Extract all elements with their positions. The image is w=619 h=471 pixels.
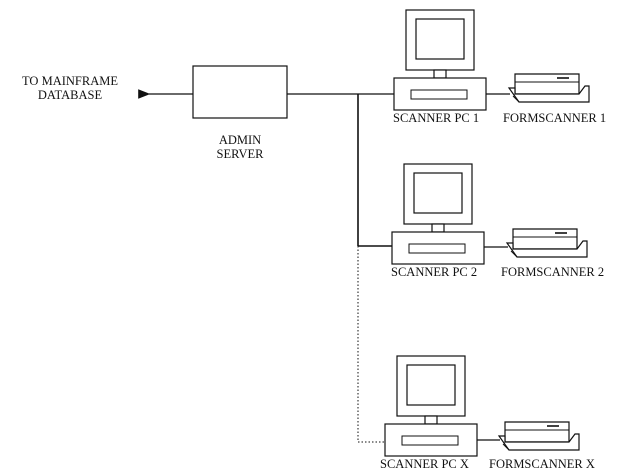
admin-server-label-line1: ADMIN xyxy=(218,133,262,147)
mainframe-label-line1: TO MAINFRAME xyxy=(22,74,118,88)
scanner-pc-x-icon xyxy=(384,355,478,457)
formscanner-x-icon xyxy=(498,421,580,451)
scanner-pc-2-icon xyxy=(391,163,485,265)
formscanner-x-label: FORMSCANNER X xyxy=(489,457,595,471)
formscanner-2-label: FORMSCANNER 2 xyxy=(501,265,605,279)
mainframe-label-line2: DATABASE xyxy=(37,88,103,102)
formscanner-2-icon xyxy=(506,228,588,258)
admin-server-label-line2: SERVER xyxy=(216,147,264,161)
scanner-pc-1-label: SCANNER PC 1 xyxy=(393,111,480,125)
formscanner-1-icon xyxy=(508,73,590,103)
formscanner-1-label: FORMSCANNER 1 xyxy=(503,111,607,125)
admin-server-label: ADMIN SERVER xyxy=(200,133,280,161)
mainframe-label: TO MAINFRAME DATABASE xyxy=(6,74,134,102)
scanner-pc-1-icon xyxy=(393,9,487,111)
scanner-pc-2-label: SCANNER PC 2 xyxy=(391,265,478,279)
admin-server-box xyxy=(192,65,288,119)
scanner-pc-x-label: SCANNER PC X xyxy=(380,457,469,471)
